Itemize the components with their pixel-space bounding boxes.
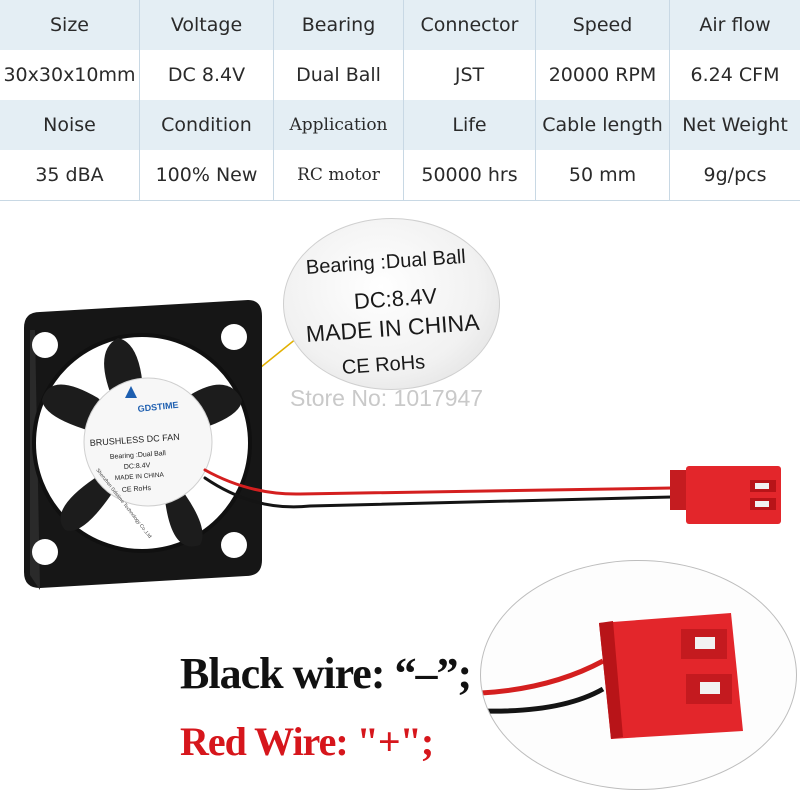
mount-hole [221, 532, 247, 558]
header-cell: Net Weight [682, 114, 788, 136]
label-zoom-bubble: Bearing :Dual Ball DC:8.4V MADE IN CHINA… [283, 218, 500, 390]
value-cell: JST [404, 50, 536, 100]
red-wire-text: Red Wire: "+"; [180, 719, 434, 764]
gdstime-logo-icon [125, 386, 137, 398]
zoom-bearing-text: Bearing :Dual Ball [305, 245, 467, 279]
connector-zoom-bubble [480, 560, 797, 790]
header-cell: Bearing [274, 0, 404, 50]
spec-table: Size Voltage Bearing Connector Speed Air… [0, 0, 800, 201]
header-cell: Speed [536, 0, 670, 50]
zoom-origin-text: MADE IN CHINA [305, 308, 481, 347]
connector-zoom-image [481, 613, 743, 739]
header-cell: Voltage [140, 0, 274, 50]
table-row: Size Voltage Bearing Connector Speed Air… [0, 0, 800, 51]
mount-hole [221, 324, 247, 350]
header-cell: Cable length [536, 100, 670, 150]
fan-frame [24, 300, 262, 590]
value-cell: RC motor [274, 150, 404, 200]
value-cell: DC 8.4V [140, 50, 274, 100]
header-cell: Application [274, 100, 404, 150]
header-cell: Condition [140, 100, 274, 150]
jst-connector [670, 466, 781, 524]
label-line3: DC:8.4V [124, 462, 151, 471]
value-cell: 30x30x10mm [0, 50, 140, 100]
header-cell: Life [404, 100, 536, 150]
value-cell: 35 dBA [0, 150, 140, 200]
zoom-voltage-text: DC:8.4V [353, 283, 438, 314]
value-cell: 20000 RPM [536, 50, 670, 100]
value-cell: 6.24 CFM [690, 64, 780, 86]
value-cell: 50000 hrs [404, 150, 536, 200]
value-cell: Dual Ball [274, 50, 404, 100]
label-line5: CE RoHs [122, 485, 152, 494]
table-row: 35 dBA 100% New RC motor 50000 hrs 50 mm… [0, 150, 800, 201]
black-wire-text: Black wire: “–”; [180, 649, 472, 698]
mount-hole [32, 539, 58, 565]
value-cell: 100% New [140, 150, 274, 200]
mount-hole [32, 332, 58, 358]
label-brand: GDSTIME [137, 400, 179, 414]
value-cell: 50 mm [536, 150, 670, 200]
header-cell: Air flow [699, 14, 771, 36]
fan-wires [203, 468, 674, 509]
table-row: Noise Condition Application Life Cable l… [0, 100, 800, 151]
zoom-cert-text: CE RoHs [341, 351, 426, 379]
header-cell: Size [0, 0, 140, 50]
header-cell: Noise [0, 100, 140, 150]
store-number-text: Store No: 1017947 [290, 385, 484, 411]
label-line2: Bearing :Dual Ball [110, 450, 167, 461]
value-cell: 9g/pcs [703, 164, 767, 186]
label-line4: MADE IN CHINA [115, 472, 165, 482]
header-cell: Connector [404, 0, 536, 50]
